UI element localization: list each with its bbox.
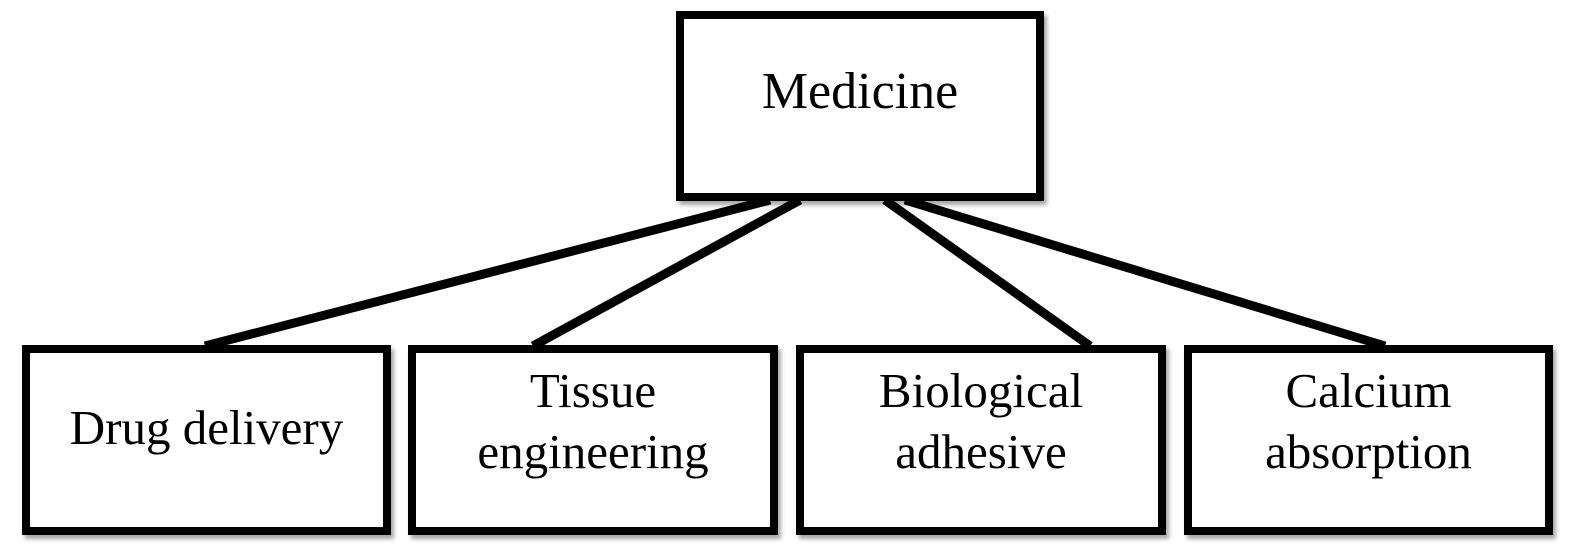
child-node-label: Drug delivery xyxy=(69,399,344,455)
child-node-calcium-absorption: Calcium absorption xyxy=(1184,345,1553,535)
connector-biological-adhesive xyxy=(882,196,1093,350)
root-node-medicine: Medicine xyxy=(676,11,1044,201)
connector-calcium-absorption xyxy=(903,195,1387,351)
root-node-label: Medicine xyxy=(761,62,959,120)
child-node-label: Tissue engineering xyxy=(477,362,709,479)
child-node-drug-delivery: Drug delivery xyxy=(22,345,391,535)
connector-tissue-engineering xyxy=(530,196,803,350)
connector-drug-delivery xyxy=(203,195,772,351)
child-node-tissue-engineering: Tissue engineering xyxy=(408,345,778,535)
child-node-biological-adhesive: Biological adhesive xyxy=(796,345,1166,535)
child-node-label: Biological adhesive xyxy=(878,362,1084,479)
child-node-label: Calcium absorption xyxy=(1265,362,1472,479)
